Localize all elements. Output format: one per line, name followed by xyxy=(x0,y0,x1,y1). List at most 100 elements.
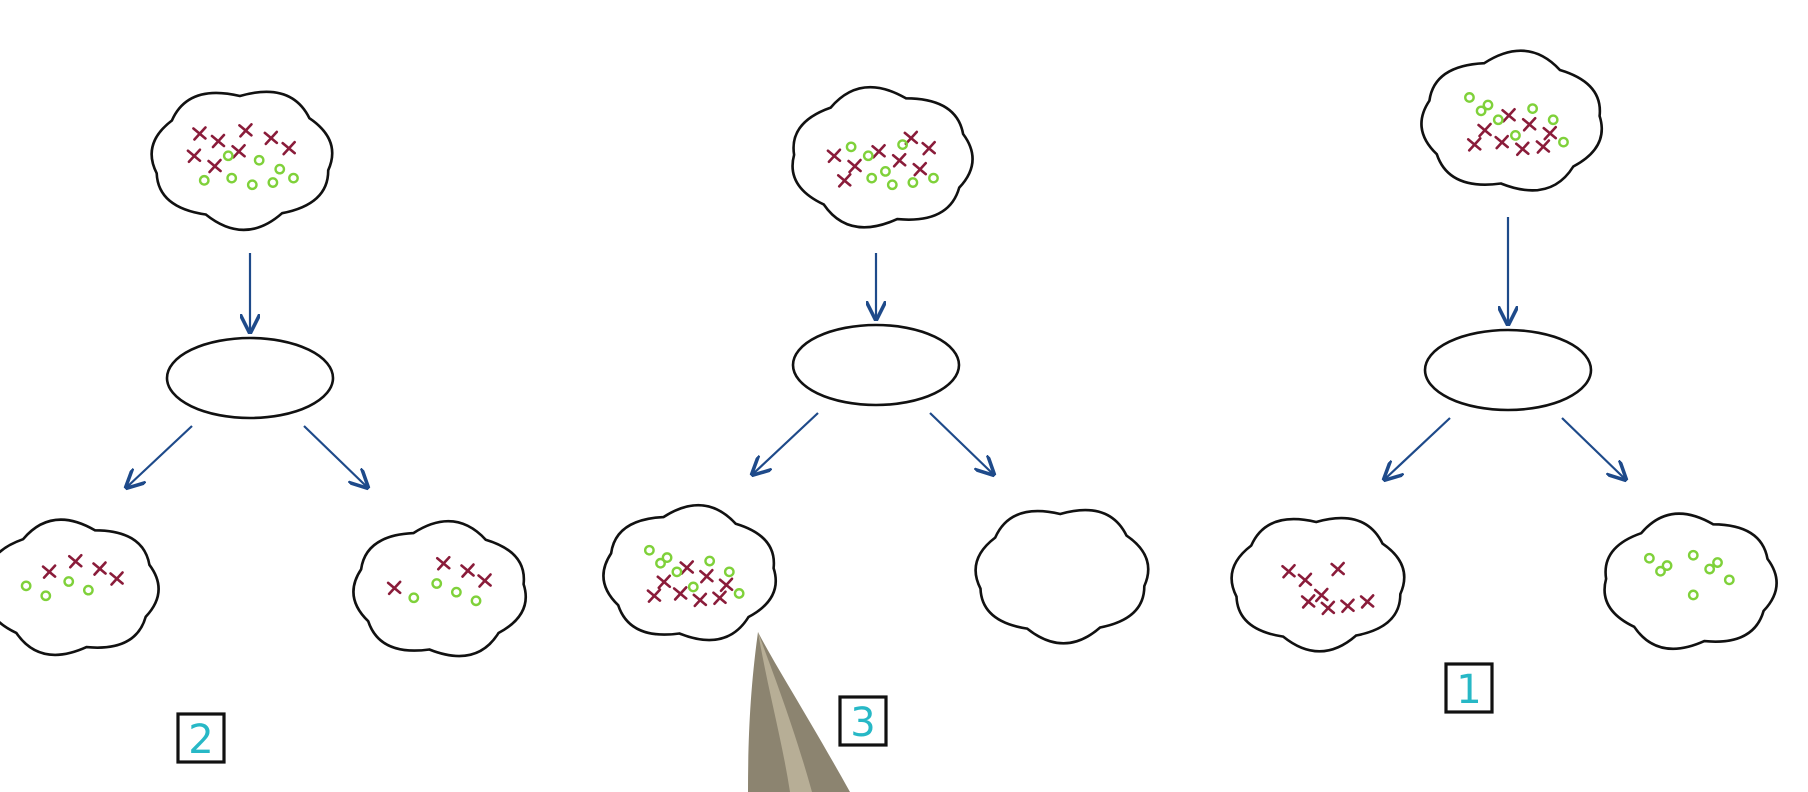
right-child-cloud-outline xyxy=(974,508,1150,645)
circle-mark-icon xyxy=(1723,574,1735,586)
x-mark-icon xyxy=(1297,572,1313,588)
x-mark-icon xyxy=(231,144,246,159)
arrow-to-right-child xyxy=(929,412,992,473)
circle-mark-icon xyxy=(907,177,919,188)
right-child-cloud xyxy=(1603,512,1778,651)
circle-mark-icon xyxy=(928,172,939,184)
left-child-cloud-outline xyxy=(1230,516,1406,653)
x-mark-icon xyxy=(1281,563,1296,579)
rank-number: 3 xyxy=(850,700,875,746)
circle-mark-icon xyxy=(222,150,234,162)
parent-cloud-outline xyxy=(150,90,334,232)
x-mark-icon xyxy=(210,133,226,149)
x-mark-icon xyxy=(656,574,672,590)
rank-label: 1 xyxy=(1444,662,1494,714)
circle-mark-icon xyxy=(897,139,908,151)
circle-mark-icon xyxy=(1547,114,1559,126)
circle-mark-icon xyxy=(866,172,878,184)
circle-mark-icon xyxy=(671,566,683,578)
x-mark-icon xyxy=(1535,139,1551,154)
arrow-to-left-child xyxy=(1386,417,1451,478)
left-child-cloud-outline xyxy=(0,518,160,657)
parent-cloud-outline xyxy=(1420,49,1604,192)
left-child-cloud xyxy=(602,504,778,642)
circle-mark-icon xyxy=(862,150,874,162)
circle-mark-icon xyxy=(1527,103,1538,115)
arrow-to-right-child xyxy=(1561,417,1624,478)
split-panel-1: 2 xyxy=(0,90,528,764)
x-mark-icon xyxy=(1359,594,1375,609)
x-mark-icon xyxy=(712,590,727,606)
circle-mark-icon xyxy=(1510,129,1521,141)
split-panel-3: 1 xyxy=(1230,49,1778,714)
rank-label: 2 xyxy=(176,712,226,764)
circle-mark-icon xyxy=(82,584,94,596)
x-mark-icon xyxy=(435,555,451,571)
x-mark-icon xyxy=(1313,587,1329,603)
split-node xyxy=(165,336,335,420)
x-mark-icon xyxy=(903,130,919,146)
circle-mark-icon xyxy=(1558,136,1569,148)
x-mark-icon xyxy=(672,586,688,601)
circle-mark-icon xyxy=(1687,589,1699,601)
x-mark-icon xyxy=(1521,116,1537,132)
rank-box xyxy=(1444,662,1494,714)
x-mark-icon xyxy=(92,561,107,576)
x-mark-icon xyxy=(238,123,253,138)
arrow-to-right-child xyxy=(303,425,366,486)
circle-mark-icon xyxy=(880,165,891,177)
circle-mark-icon xyxy=(431,578,443,589)
x-mark-icon xyxy=(460,563,475,578)
left-child-cloud-outline xyxy=(602,504,778,642)
circle-mark-icon xyxy=(40,590,52,602)
right-child-cloud xyxy=(352,520,528,658)
circle-mark-icon xyxy=(267,177,279,188)
x-mark-icon xyxy=(67,553,83,569)
x-mark-icon xyxy=(718,577,734,593)
right-child-cloud-outline xyxy=(1603,512,1778,651)
x-mark-icon xyxy=(1330,561,1345,577)
circle-mark-icon xyxy=(288,172,299,184)
x-mark-icon xyxy=(281,140,296,156)
split-panel-2: 3 xyxy=(602,85,1150,747)
circle-mark-icon xyxy=(198,174,210,186)
circle-mark-icon xyxy=(274,163,286,175)
circle-mark-icon xyxy=(704,555,716,567)
x-mark-icon xyxy=(871,144,886,159)
x-mark-icon xyxy=(207,158,222,174)
arrow-to-left-child xyxy=(128,425,193,486)
left-child-cloud xyxy=(1230,516,1406,653)
circle-mark-icon xyxy=(655,557,666,569)
circle-mark-icon xyxy=(687,581,699,593)
x-mark-icon xyxy=(891,152,907,168)
circle-mark-icon xyxy=(845,141,857,153)
x-mark-icon xyxy=(1501,108,1516,123)
circle-mark-icon xyxy=(733,588,745,599)
circle-mark-icon xyxy=(1687,549,1699,561)
circle-mark-icon xyxy=(1492,114,1504,126)
rank-label: 3 xyxy=(838,695,888,747)
x-mark-icon xyxy=(477,573,492,588)
circle-mark-icon xyxy=(1655,565,1666,577)
x-mark-icon xyxy=(41,564,57,579)
x-mark-icon xyxy=(646,588,662,603)
circle-mark-icon xyxy=(1475,105,1487,117)
x-mark-icon xyxy=(847,158,862,174)
x-mark-icon xyxy=(1477,122,1492,138)
parent-cloud xyxy=(791,85,974,229)
x-mark-icon xyxy=(1300,594,1316,609)
parent-cloud xyxy=(1420,49,1604,192)
x-mark-icon xyxy=(186,148,202,164)
rank-number: 2 xyxy=(188,717,213,763)
circle-mark-icon xyxy=(450,586,462,598)
x-mark-icon xyxy=(921,140,936,156)
split-node xyxy=(791,323,961,407)
circle-mark-icon xyxy=(643,544,655,556)
circle-mark-icon xyxy=(63,576,75,587)
circle-mark-icon xyxy=(1712,557,1723,568)
circle-mark-icon xyxy=(723,566,735,578)
circle-mark-icon xyxy=(661,552,673,563)
x-mark-icon xyxy=(836,173,852,188)
right-child-cloud-outline xyxy=(352,520,528,658)
